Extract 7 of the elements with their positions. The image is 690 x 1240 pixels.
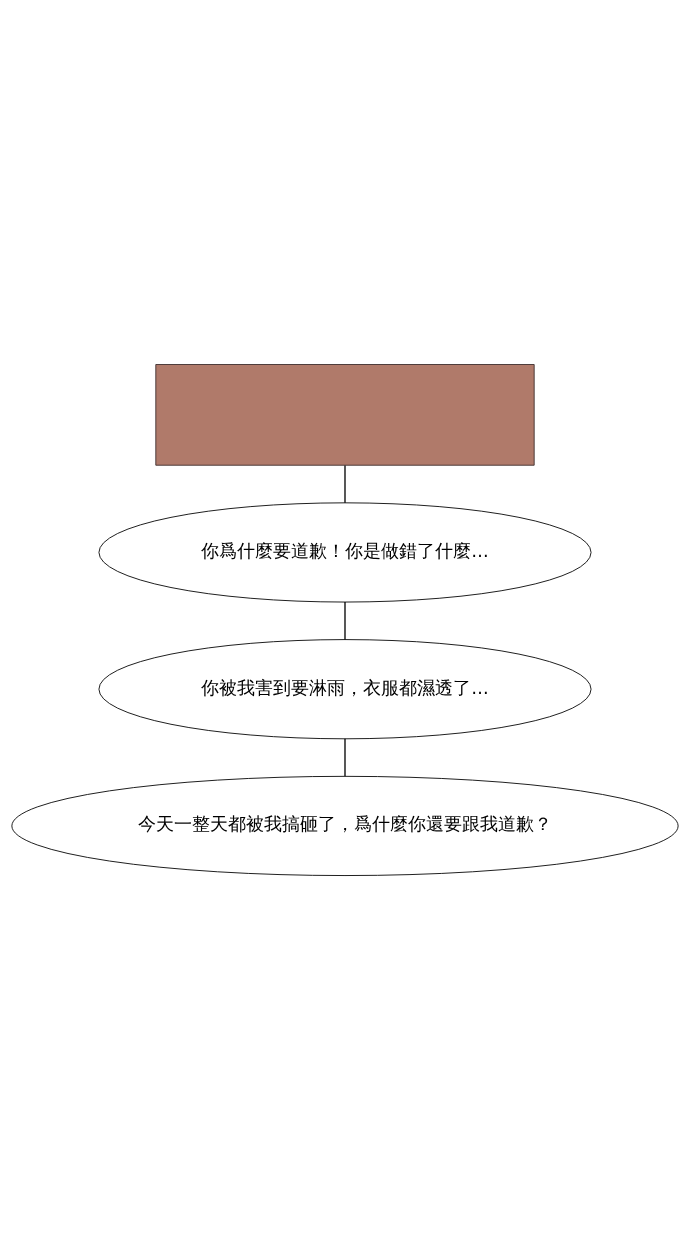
connector xyxy=(344,738,346,777)
node-ellipse: 今天一整天都被我搞砸了，爲什麼你還要跟我道歉？ xyxy=(11,775,679,876)
node-ellipse: 你被我害到要淋雨，衣服都濕透了… xyxy=(98,639,592,740)
connector xyxy=(344,464,346,504)
connector xyxy=(344,601,346,641)
node-ellipse: 你爲什麼要道歉！你是做錯了什麼… xyxy=(98,502,592,603)
node-box xyxy=(155,364,535,466)
